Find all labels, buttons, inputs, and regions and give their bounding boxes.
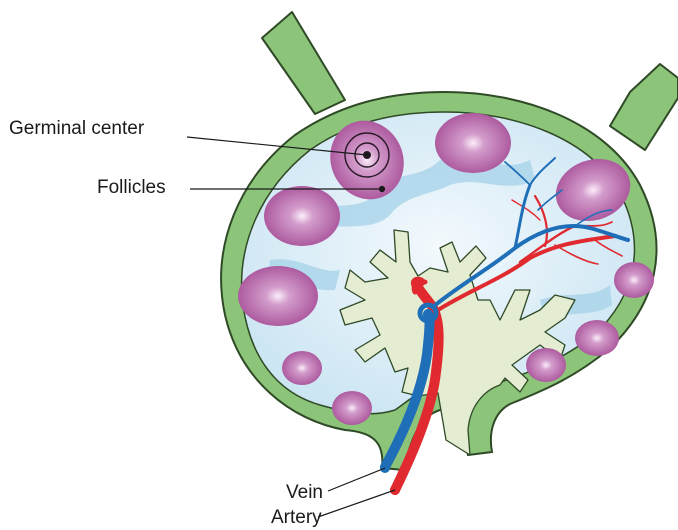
follicle xyxy=(526,348,566,382)
follicle xyxy=(614,262,654,298)
follicle xyxy=(332,391,372,425)
follicle xyxy=(282,351,322,385)
afferent-vessel-right xyxy=(610,64,678,150)
follicles-label: Follicles xyxy=(97,178,166,197)
follicle xyxy=(238,266,318,326)
follicle xyxy=(435,113,511,173)
germinal-center-label: Germinal center xyxy=(9,119,144,138)
follicle xyxy=(575,320,619,356)
artery-label: Artery xyxy=(271,508,322,527)
afferent-vessel-left xyxy=(262,12,345,114)
vein-label: Vein xyxy=(286,483,323,502)
follicle xyxy=(264,186,340,246)
